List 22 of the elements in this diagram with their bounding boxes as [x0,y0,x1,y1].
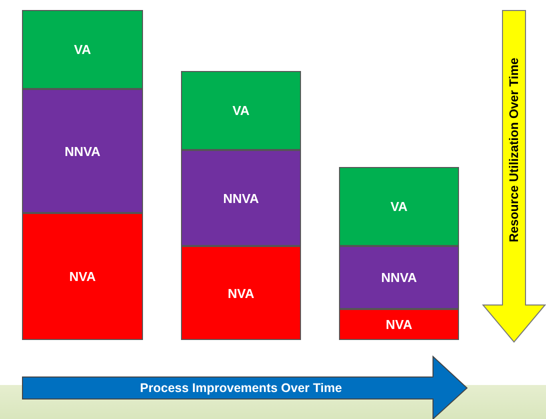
bar-segment [339,246,459,309]
segment-label: NNVA [381,270,417,285]
bar-segment [22,89,143,213]
segment-label: VA [232,103,250,118]
segment-label: NNVA [64,144,100,158]
bar-segment [181,150,301,246]
bar-segment [22,10,143,89]
bar-segment [181,246,301,340]
segment-label: VA [74,42,92,57]
segment-label: NNVA [223,190,259,206]
right-arrow [22,356,468,419]
segment-label: NVA [69,269,96,284]
bar-segment [22,213,143,340]
arrow-label: Process Improvements Over Time [140,381,342,395]
segment-label: NVA [228,286,254,300]
segment-label: VA [390,199,408,214]
bar-segment [339,167,459,246]
bar-segment [181,71,301,150]
arrow-label: Resource Utilization Over Time [507,58,521,242]
down-arrow [482,10,546,343]
segment-label: NVA [386,317,412,332]
bar-segment [339,309,459,340]
